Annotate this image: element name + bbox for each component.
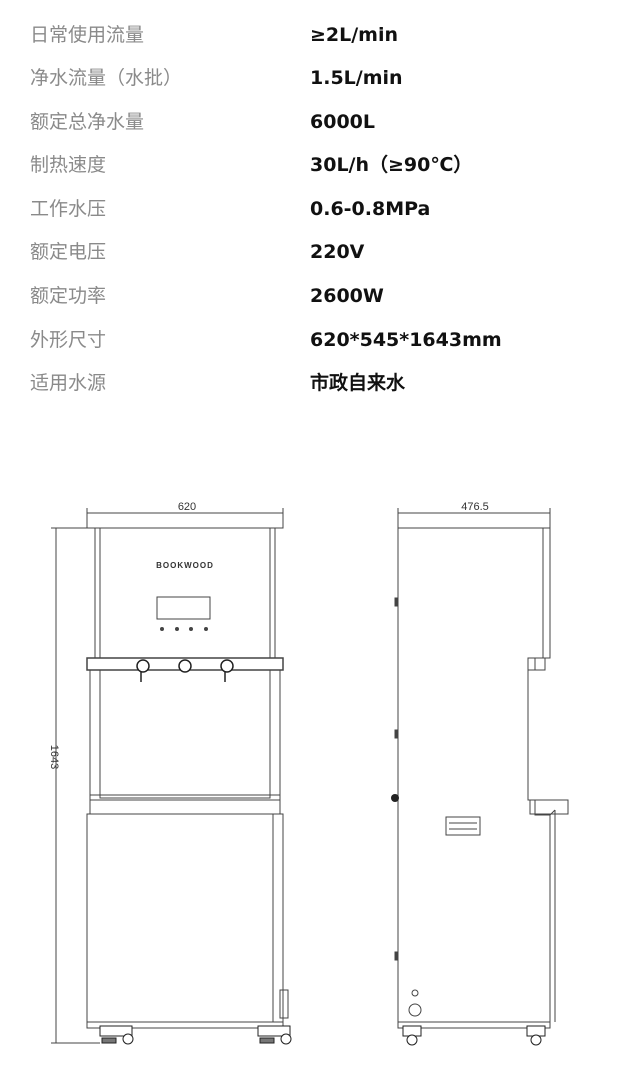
spec-row: 外形尺寸 620*545*1643mm	[0, 320, 628, 360]
spec-row: 净水流量（水批） 1.5L/min	[0, 58, 628, 98]
side-caster-wheels	[402, 1025, 546, 1046]
front-width-label: 620	[178, 501, 196, 513]
spec-row: 额定功率 2600W	[0, 276, 628, 316]
side-view-drawing: 476.5	[391, 501, 569, 1046]
front-view-drawing: BOOKWOOD 620 1643	[48, 501, 292, 1045]
spec-label: 制热速度	[30, 154, 107, 176]
spec-label: 适用水源	[30, 372, 107, 394]
spec-label: 日常使用流量	[30, 24, 145, 46]
spec-label: 净水流量（水批）	[30, 67, 183, 89]
side-body	[397, 527, 551, 1023]
caster-wheels	[99, 1025, 292, 1045]
power-connector-icon	[408, 1003, 422, 1017]
spec-value: ≥2L/min	[310, 24, 399, 46]
spec-row: 工作水压 0.6-0.8MPa	[0, 189, 628, 229]
side-width-label: 476.5	[461, 501, 489, 513]
spec-value: 市政自来水	[310, 372, 406, 394]
spec-value: 6000L	[310, 111, 375, 133]
spec-row: 日常使用流量 ≥2L/min	[0, 15, 628, 55]
spec-row: 额定总净水量 6000L	[0, 102, 628, 142]
brand-mark: BOOKWOOD	[156, 561, 214, 570]
spec-value: 220V	[310, 241, 365, 263]
spec-value: 30L/h（≥90℃）	[310, 154, 473, 176]
vent-grille	[445, 816, 481, 836]
spec-label: 额定总净水量	[30, 111, 145, 133]
spec-label: 工作水压	[30, 198, 107, 220]
spec-label: 额定电压	[30, 241, 107, 263]
faucets	[136, 659, 234, 682]
upper-cabinet	[94, 527, 276, 659]
spec-value: 0.6-0.8MPa	[310, 198, 431, 220]
spec-value: 1.5L/min	[310, 67, 403, 89]
technical-drawings: BOOKWOOD 620 1643	[0, 490, 628, 1060]
display-screen	[156, 596, 211, 620]
spec-row: 制热速度 30L/h（≥90℃）	[0, 145, 628, 185]
lower-cabinet	[86, 813, 284, 1023]
spec-value: 2600W	[310, 285, 384, 307]
spec-row: 额定电压 220V	[0, 232, 628, 272]
spec-label: 外形尺寸	[30, 329, 107, 351]
height-label: 1643	[48, 745, 60, 769]
spec-row: 适用水源 市政自来水	[0, 363, 628, 403]
spec-value: 620*545*1643mm	[310, 329, 502, 351]
spec-label: 额定功率	[30, 285, 107, 307]
